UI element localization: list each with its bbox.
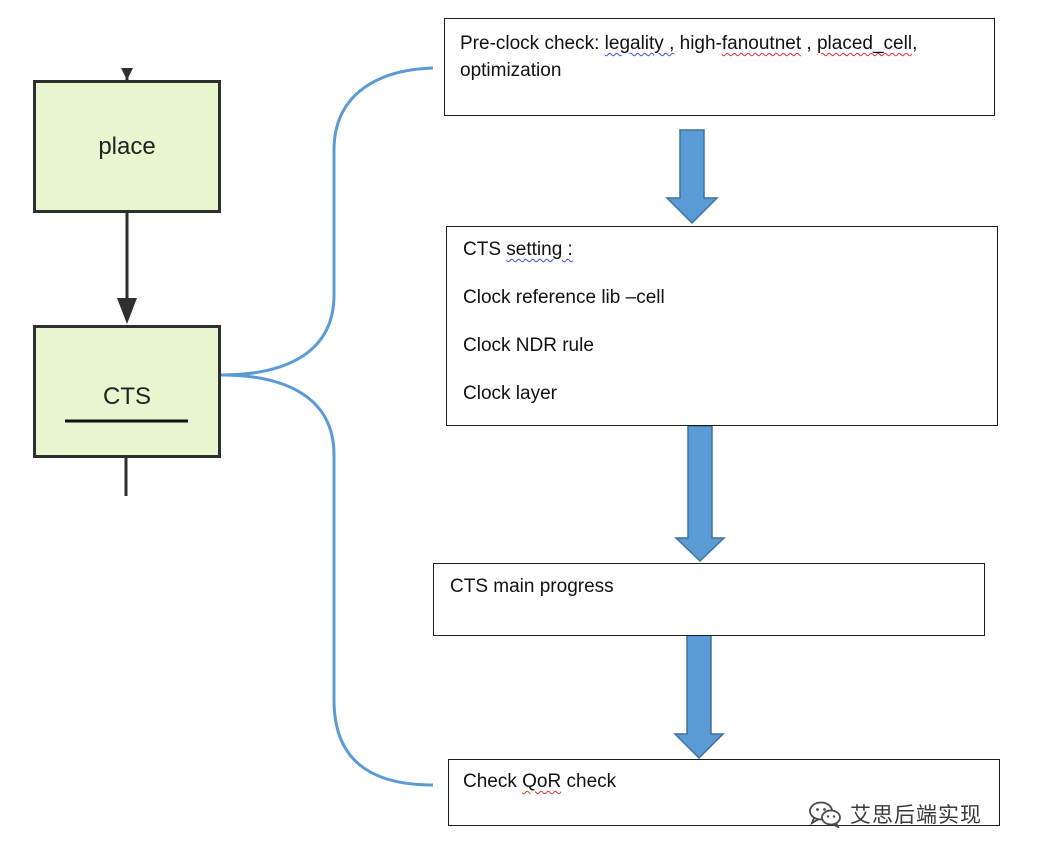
preclock-line-1: Pre-clock check: legality , high-fanoutn…	[460, 31, 980, 58]
cts-setting-heading-word: setting :	[506, 239, 573, 260]
cts-main-progress-box: CTS main progress	[433, 563, 985, 636]
preclock-fanoutnet: fanoutnet	[721, 33, 802, 54]
cts-setting-heading-prefix: CTS	[463, 239, 507, 260]
incoming-arrowhead	[121, 68, 133, 80]
cts-main-progress-label: CTS main progress	[450, 576, 614, 597]
step-arrow-3	[673, 633, 725, 760]
preclock-sep-2: ,	[801, 33, 817, 54]
cts-setting-item: Clock layer	[463, 383, 557, 404]
qor-suffix: check	[561, 771, 617, 792]
cts-box: CTS	[33, 325, 221, 458]
wechat-icon	[809, 801, 841, 828]
step-arrow-2	[674, 425, 726, 563]
preclock-sep-1: high-	[674, 33, 722, 54]
preclock-sep-3: ,	[912, 33, 918, 54]
step-arrow-1	[665, 129, 719, 225]
watermark-text: 艾思后端实现	[850, 803, 982, 827]
preclock-legality: legality ,	[604, 33, 675, 54]
cts-setting-item: Clock NDR rule	[463, 335, 594, 356]
cts-detail-bracket	[220, 66, 434, 787]
preclock-check-box: Pre-clock check: legality , high-fanoutn…	[444, 18, 995, 116]
place-box: place	[33, 80, 221, 213]
cts-setting-item: Clock reference lib –cell	[463, 287, 665, 308]
cts-label: CTS	[103, 382, 151, 410]
qor-check-box: Check QoR check	[448, 759, 1000, 826]
qor-prefix: Check	[463, 771, 523, 792]
watermark: 艾思后端实现	[808, 797, 982, 831]
place-to-cts-arrowhead	[117, 298, 137, 324]
cts-setting-box: CTS setting : Clock reference lib –cell …	[446, 226, 998, 426]
place-label: place	[98, 132, 156, 160]
qor-word: QoR	[522, 771, 562, 792]
preclock-line-2: optimization	[460, 59, 562, 81]
cts-setting-heading: CTS setting :	[463, 237, 983, 285]
preclock-prefix: Pre-clock check:	[460, 33, 605, 54]
preclock-placed-cell: placed_cell	[816, 33, 913, 54]
